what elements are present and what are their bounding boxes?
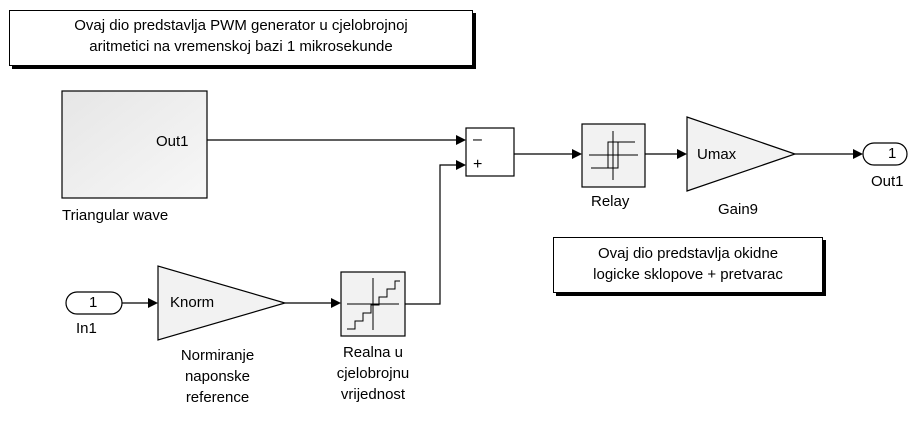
triangular-wave-name: Triangular wave [62, 207, 169, 224]
arrowhead [853, 149, 863, 159]
knorm-name-line-1: Normiranje [180, 347, 255, 364]
signal-lines [122, 139, 855, 305]
quantizer-name-line-2: cjelobrojnu [336, 365, 410, 382]
sum-sign-plus: + [473, 156, 483, 173]
gain9-block[interactable] [686, 116, 797, 192]
gain9-name: Gain9 [718, 201, 759, 218]
line-quantizer-to-sum [405, 164, 458, 305]
out1-port[interactable] [862, 142, 908, 166]
in1-name: In1 [76, 320, 97, 337]
relay-icon [589, 131, 638, 180]
out1-number: 1 [888, 145, 897, 162]
relay-block[interactable] [581, 123, 646, 188]
arrowhead [456, 135, 466, 145]
knorm-text: Knorm [170, 294, 215, 311]
top-annotation: Ovaj dio predstavlja PWM generator u cje… [9, 10, 473, 66]
top-annotation-line-1: Ovaj dio predstavlja PWM generator u cje… [74, 17, 408, 34]
arrowhead [148, 298, 158, 308]
sum-block[interactable] [465, 127, 515, 177]
in1-number: 1 [89, 294, 98, 311]
quantizer-icon [347, 278, 400, 330]
bottom-annotation: Ovaj dio predstavlja okidne logicke sklo… [553, 237, 823, 293]
quantizer-block[interactable] [340, 271, 406, 337]
triangular-wave-port-label: Out1 [156, 133, 189, 150]
quantizer-name-line-3: vrijednost [340, 386, 406, 403]
top-annotation-line-2: aritmetici na vremenskoj bazi 1 mikrosek… [89, 38, 393, 55]
arrowhead [677, 149, 687, 159]
knorm-name: Normiranje naponske reference [160, 345, 275, 408]
in1-port[interactable] [65, 291, 123, 315]
arrowheads [148, 135, 863, 308]
bottom-annotation-line-2: logicke sklopove + pretvarac [593, 266, 783, 283]
out1-name: Out1 [871, 173, 904, 190]
arrowhead [331, 298, 341, 308]
knorm-name-line-2: naponske [184, 368, 251, 385]
triangular-wave-block[interactable] [61, 90, 208, 199]
relay-name: Relay [591, 193, 630, 210]
quantizer-name: Realna u cjelobrojnu vrijednost [318, 342, 428, 405]
bottom-annotation-line-1: Ovaj dio predstavlja okidne [597, 245, 779, 262]
gain9-text: Umax [697, 146, 737, 163]
arrowhead [572, 149, 582, 159]
sum-sign-minus: – [473, 131, 482, 148]
knorm-block[interactable] [157, 265, 288, 341]
arrowhead [456, 160, 466, 170]
quantizer-name-line-1: Realna u [342, 344, 404, 361]
knorm-name-line-3: reference [185, 389, 250, 406]
